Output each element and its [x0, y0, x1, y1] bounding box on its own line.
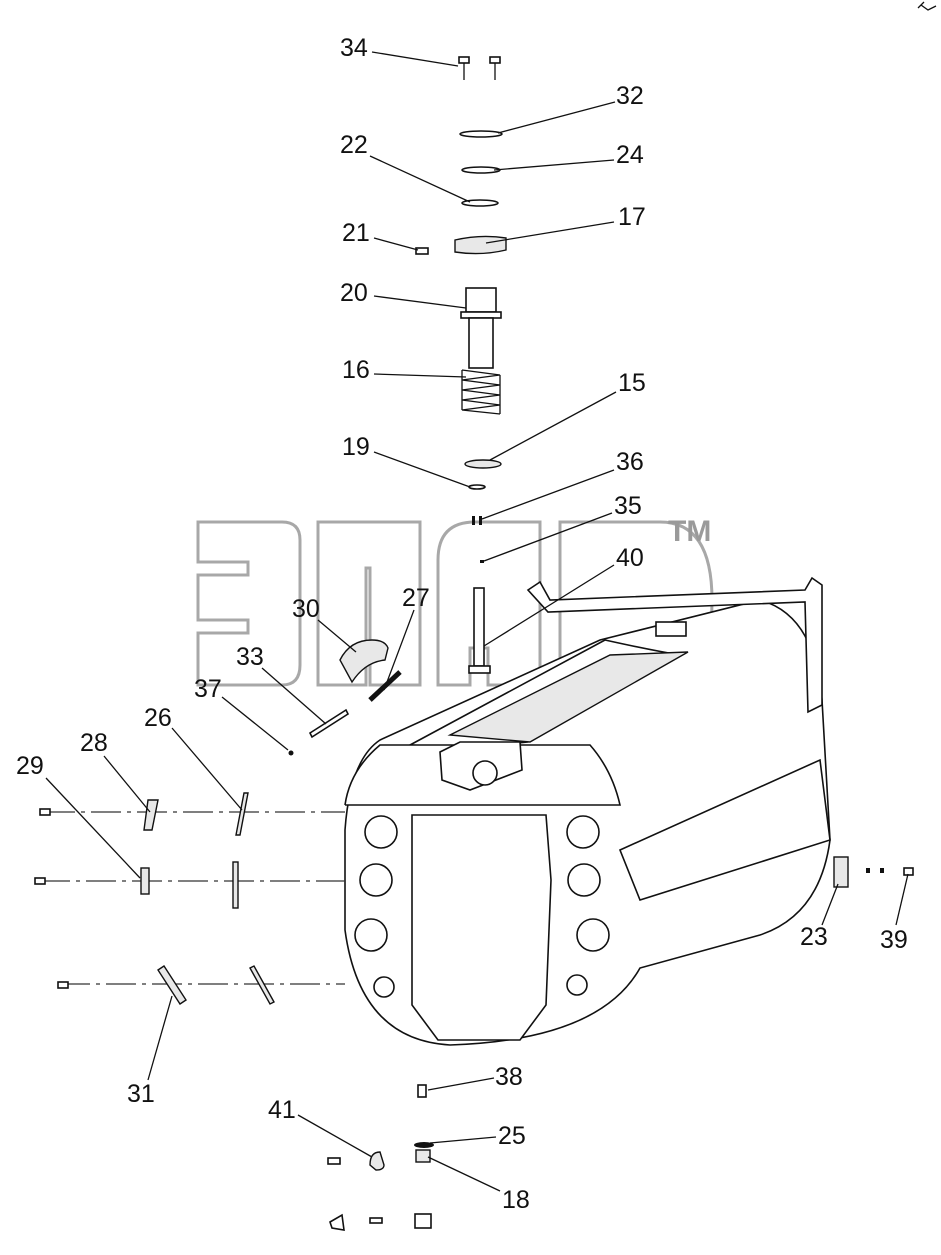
part-38-bolt	[417, 1084, 427, 1098]
label-19: 19	[342, 433, 370, 461]
part-32-ring	[459, 130, 503, 138]
label-18: 18	[502, 1186, 530, 1214]
label-26: 26	[144, 704, 172, 732]
label-31: 31	[127, 1080, 155, 1108]
label-32: 32	[616, 82, 644, 110]
label-17: 17	[618, 203, 646, 231]
corner-mark	[917, 1, 937, 11]
part-29-plate	[140, 867, 150, 895]
label-40: 40	[616, 544, 644, 572]
label-27: 27	[402, 584, 430, 612]
main-housing	[344, 576, 831, 1046]
label-25: 25	[498, 1122, 526, 1150]
label-16: 16	[342, 356, 370, 384]
label-34: 34	[340, 34, 368, 62]
part-20-plunger	[460, 287, 502, 369]
watermark-logo: TM	[196, 515, 714, 687]
part-40-bolt	[468, 587, 491, 674]
leader-lines	[45, 51, 909, 1192]
label-28: 28	[80, 729, 108, 757]
part-22-ring	[461, 199, 499, 207]
part-25-washer	[414, 1142, 434, 1148]
part-37-dot	[288, 750, 294, 756]
label-38: 38	[495, 1063, 523, 1091]
label-30: 30	[292, 595, 320, 623]
part-23-block	[833, 856, 849, 888]
part-34-screws	[458, 56, 501, 80]
label-39: 39	[880, 926, 908, 954]
label-20: 20	[340, 279, 368, 307]
part-31-plate	[157, 965, 187, 1005]
part-41-cap	[327, 1151, 385, 1171]
part-31-blade	[249, 965, 275, 1005]
label-41: 41	[268, 1096, 296, 1124]
small-screws-left	[34, 808, 69, 989]
part-17-washer	[454, 235, 507, 255]
label-37: 37	[194, 675, 222, 703]
bottom-hardware	[329, 1213, 432, 1231]
part-26-blade	[235, 792, 249, 836]
axis-lines	[40, 811, 345, 985]
part-29-blade	[232, 861, 239, 909]
part-30-cap	[339, 639, 389, 684]
label-21: 21	[342, 219, 370, 247]
callout-labels: 34 32 22 24 21 17 20 16 15 19 36 35 40 3…	[16, 34, 908, 1214]
part-21-pin	[415, 247, 429, 255]
part-33-rod	[308, 708, 350, 739]
label-15: 15	[618, 369, 646, 397]
label-24: 24	[616, 141, 644, 169]
part-39-screws	[866, 867, 914, 876]
part-16-spring	[461, 369, 501, 415]
watermark-tm: TM	[668, 515, 711, 548]
label-35: 35	[614, 492, 642, 520]
part-28-plate	[143, 799, 159, 831]
part-36-screws	[472, 516, 482, 525]
label-33: 33	[236, 643, 264, 671]
label-23: 23	[800, 923, 828, 951]
label-29: 29	[16, 752, 44, 780]
part-35-dot	[480, 560, 484, 563]
label-22: 22	[340, 131, 368, 159]
label-36: 36	[616, 448, 644, 476]
part-15-cup	[464, 459, 502, 469]
part-19-clip	[468, 484, 486, 490]
part-18-block	[415, 1149, 431, 1163]
